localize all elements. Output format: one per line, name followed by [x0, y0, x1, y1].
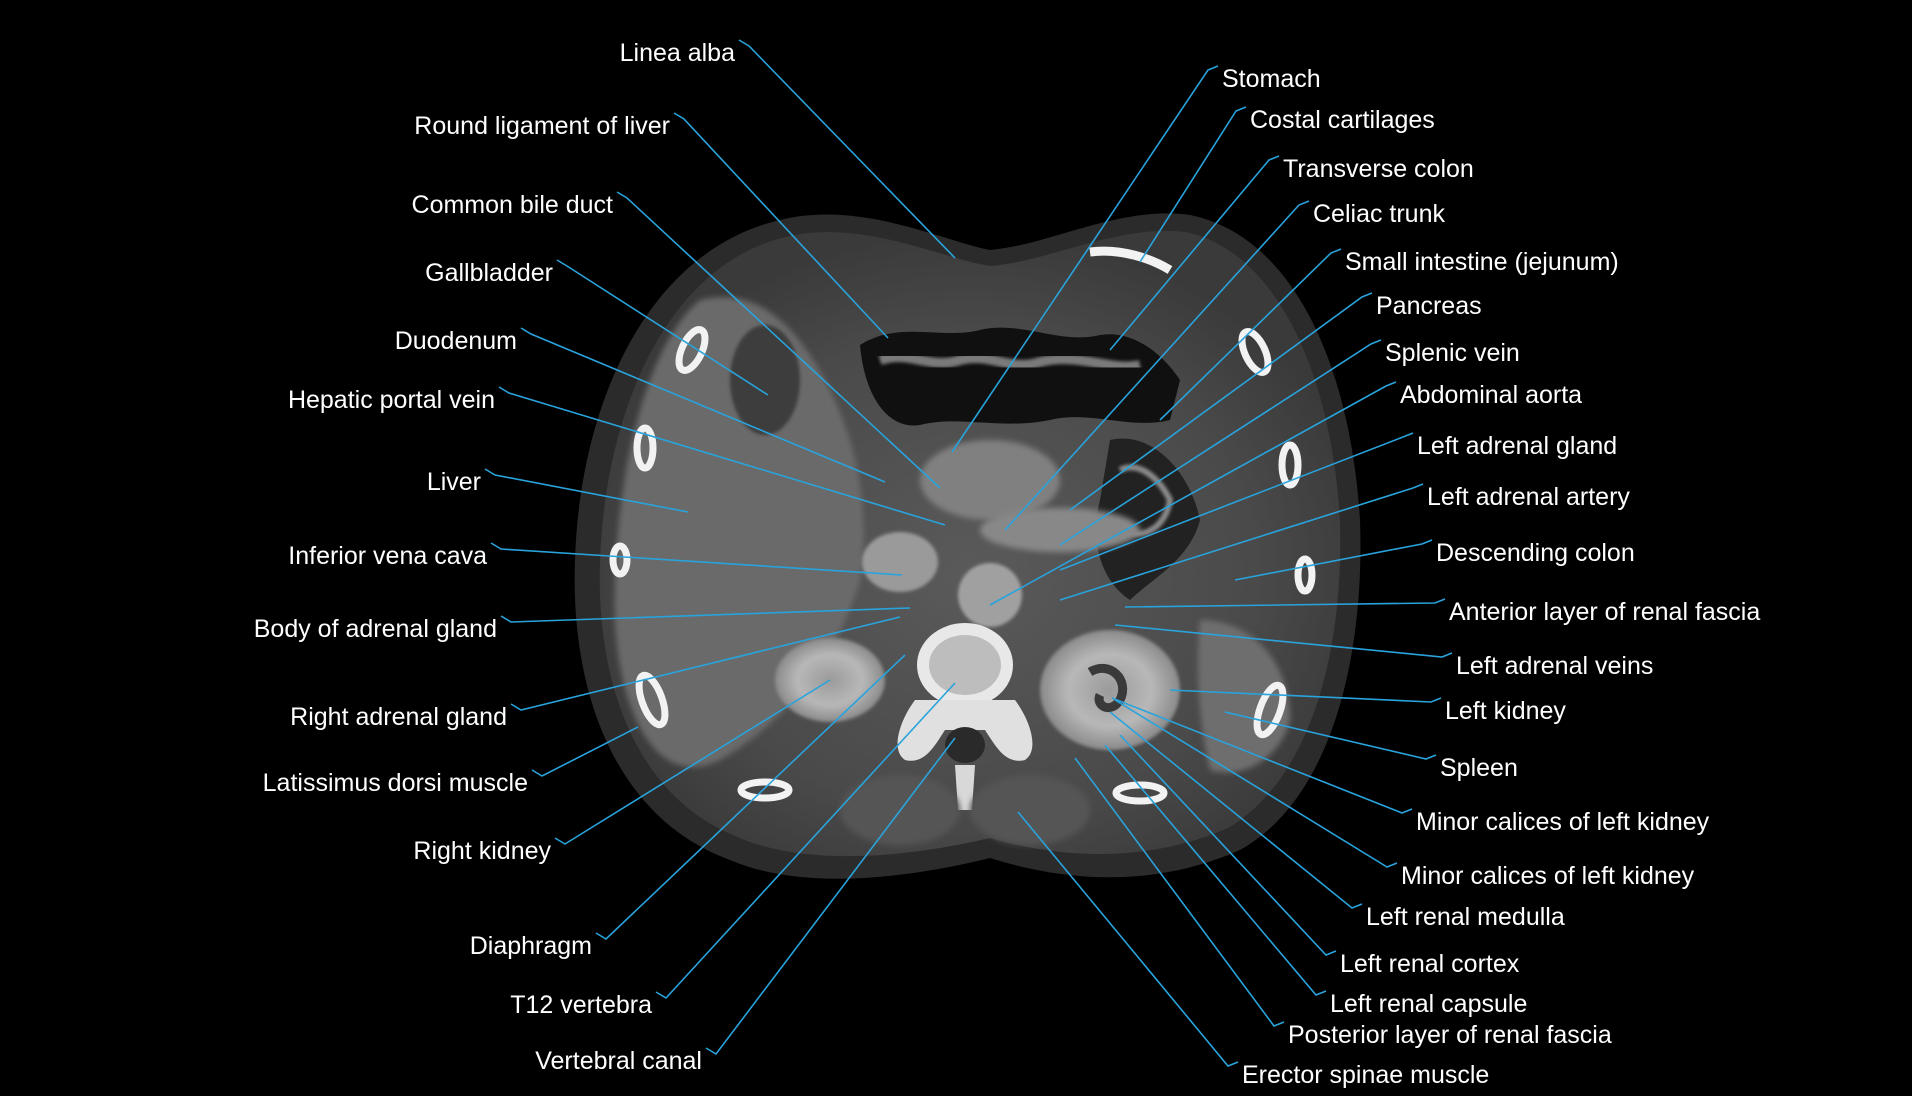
leader-line-costal-cartilages: [1139, 106, 1247, 263]
leader-line-pancreas: [1069, 292, 1373, 511]
label-abdominal-aorta: Abdominal aorta: [1400, 381, 1583, 409]
leader-line-left-kidney: [1169, 689, 1442, 703]
leader-line-left-renal-capsule: [1104, 744, 1327, 996]
ivc-shape: [862, 532, 938, 592]
label-latissimus: Latissimus dorsi muscle: [262, 769, 528, 797]
label-left-adrenal-veins: Left adrenal veins: [1456, 652, 1654, 680]
label-pancreas: Pancreas: [1376, 292, 1482, 320]
leader-line-posterior-renal-fascia: [1074, 757, 1285, 1027]
leader-line-diaphragm: [595, 654, 906, 940]
leader-line-body-adrenal: [500, 607, 911, 623]
label-body-adrenal: Body of adrenal gland: [253, 615, 497, 643]
aorta-shape: [958, 563, 1022, 627]
label-linea-alba: Linea alba: [619, 39, 735, 67]
label-round-ligament: Round ligament of liver: [414, 112, 670, 140]
label-gallbladder: Gallbladder: [425, 259, 553, 287]
label-ivc: Inferior vena cava: [288, 542, 487, 570]
label-erector-spinae: Erector spinae muscle: [1242, 1061, 1490, 1089]
leader-line-ivc: [490, 542, 903, 576]
leader-line-liver: [484, 468, 689, 513]
label-left-adrenal-artery: Left adrenal artery: [1427, 483, 1630, 511]
label-hepatic-portal-vein: Hepatic portal vein: [287, 386, 495, 414]
label-liver: Liver: [426, 468, 481, 496]
label-stomach: Stomach: [1222, 65, 1321, 93]
leader-line-common-bile-duct: [616, 191, 941, 489]
leader-line-splenic-vein: [1059, 339, 1382, 546]
label-diaphragm: Diaphragm: [469, 932, 592, 960]
label-minor-calices-2: Minor calices of left kidney: [1401, 862, 1695, 890]
leader-line-left-adrenal-artery: [1059, 483, 1424, 601]
leader-line-minor-calices-2: [1114, 699, 1398, 868]
label-celiac-trunk: Celiac trunk: [1313, 200, 1445, 228]
bowel-loops: [860, 327, 1200, 600]
label-left-adrenal-gland: Left adrenal gland: [1417, 432, 1618, 460]
leader-line-left-renal-cortex: [1119, 734, 1337, 956]
leader-lines: [484, 39, 1453, 1067]
label-right-kidney: Right kidney: [413, 837, 551, 865]
label-descending-colon: Descending colon: [1436, 539, 1635, 567]
leader-line-transverse-colon: [1109, 155, 1280, 351]
label-splenic-vein: Splenic vein: [1385, 339, 1520, 367]
label-left-renal-cortex: Left renal cortex: [1340, 950, 1520, 978]
label-posterior-renal-fascia: Posterior layer of renal fascia: [1288, 1021, 1612, 1049]
leader-line-stomach: [951, 65, 1219, 453]
label-left-kidney: Left kidney: [1445, 697, 1566, 725]
label-anterior-renal-fascia: Anterior layer of renal fascia: [1449, 598, 1761, 626]
label-transverse-colon: Transverse colon: [1283, 155, 1474, 183]
pancreas-shape: [980, 508, 1140, 552]
ribs: [609, 246, 1316, 805]
leader-line-abdominal-aorta: [989, 381, 1397, 606]
leader-line-t12: [655, 682, 956, 1000]
label-duodenum: Duodenum: [394, 327, 517, 355]
label-spleen: Spleen: [1440, 754, 1518, 782]
leader-line-round-ligament: [673, 112, 889, 339]
gallbladder-shape: [730, 325, 800, 435]
leader-line-minor-calices-1: [1111, 697, 1413, 814]
stomach-shape: [920, 440, 1060, 520]
leader-line-erector-spinae: [1017, 811, 1239, 1067]
label-vertebral-canal: Vertebral canal: [535, 1047, 702, 1075]
leader-line-spleen: [1224, 711, 1437, 760]
leader-line-descending-colon: [1234, 539, 1433, 581]
label-left-renal-medulla: Left renal medulla: [1366, 903, 1565, 931]
label-t12: T12 vertebra: [510, 991, 652, 1019]
leader-line-linea-alba: [738, 39, 956, 259]
leader-line-left-renal-medulla: [1109, 711, 1363, 909]
label-minor-calices-1: Minor calices of left kidney: [1416, 808, 1710, 836]
leader-line-celiac-trunk: [1004, 200, 1310, 531]
label-costal-cartilages: Costal cartilages: [1250, 106, 1435, 134]
leader-line-jejunum: [1159, 248, 1342, 421]
leader-line-anterior-renal-fascia: [1124, 598, 1446, 608]
label-left-renal-capsule: Left renal capsule: [1330, 990, 1528, 1018]
leader-line-latissimus: [531, 726, 639, 777]
label-jejunum: Small intestine (jejunum): [1345, 248, 1619, 276]
leader-line-left-adrenal-gland: [1059, 432, 1414, 571]
leader-line-vertebral-canal: [705, 737, 956, 1056]
leader-line-duodenum: [520, 327, 886, 483]
leader-line-left-adrenal-veins: [1114, 624, 1453, 658]
leader-line-hepatic-portal-vein: [498, 386, 946, 526]
t12-vertebra-shape: [897, 623, 1033, 810]
label-right-adrenal: Right adrenal gland: [290, 703, 507, 731]
left-kidney-shape: [1040, 630, 1180, 750]
leader-line-right-adrenal: [510, 616, 901, 711]
leader-line-gallbladder: [556, 259, 769, 396]
label-common-bile-duct: Common bile duct: [411, 191, 613, 219]
leader-line-right-kidney: [554, 679, 831, 845]
erector-spinae-right-shape: [970, 775, 1090, 845]
